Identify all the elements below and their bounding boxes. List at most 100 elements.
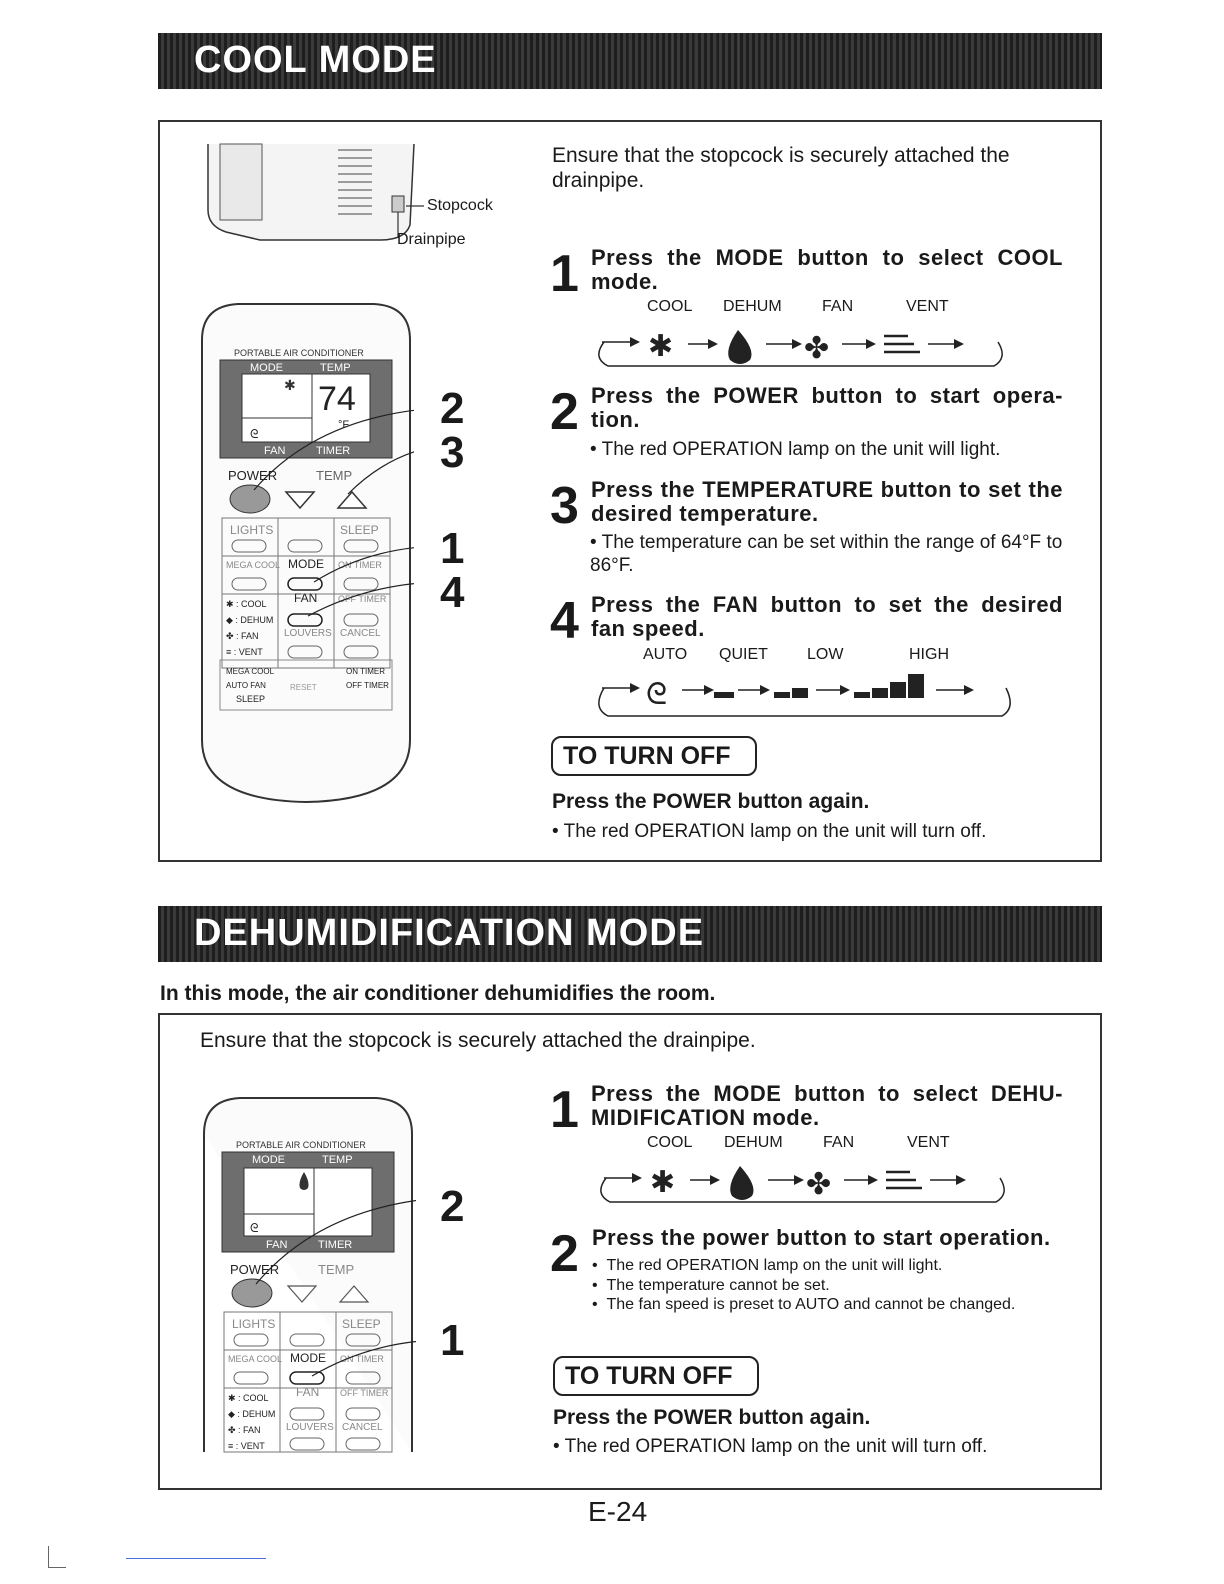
cool-mode-cycle-diagram: ✱ ✤ [598,330,1003,367]
remote-lights-label: LIGHTS [230,523,273,537]
remote-display-unit: °F [338,419,349,431]
remote-fan-btn-label-dehum: FAN [296,1385,319,1399]
callout-1: 1 [440,524,465,573]
cool-mode-banner: COOL MODE [158,33,1102,89]
remote-cancel-label-dehum: CANCEL [342,1422,383,1433]
auto-fan-icon: ᘓ [646,678,667,711]
remote-megacool-label: MEGA COOL [226,560,280,570]
fan-icon: ✤ [804,332,829,365]
remote-mode-btn-label-dehum: MODE [290,1351,326,1365]
remote-legend-fan-dehum: ✤ : FAN [228,1425,261,1435]
dehum-step-1-heading: Press the MODE button to select DEHU-MID… [591,1081,1063,1130]
remote-mode-caption-dehum: MODE [252,1154,285,1166]
drop-icon [730,1166,754,1200]
svg-text:ᘓ: ᘓ [250,427,258,441]
svg-text:ᘓ: ᘓ [250,1221,258,1235]
dehum-turn-off-bullet: • The red OPERATION lamp on the unit wil… [553,1436,988,1457]
remote-lights-label-dehum: LIGHTS [232,1317,275,1331]
seq-cool: COOL [647,298,693,315]
remote-louvers-label: LOUVERS [284,628,332,639]
remote-legend-vent-dehum: ≡ : VENT [228,1441,265,1451]
remote-fan-btn-label: FAN [294,591,317,605]
drop-icon [728,330,752,364]
footer-rule [126,1558,266,1559]
seq-quiet: QUIET [719,646,768,663]
svg-text:✱: ✱ [284,377,296,393]
remote-offtimer-label: OFF TIMER [338,594,387,604]
remote-megacool-label-dehum: MEGA COOL [228,1354,282,1364]
callout-2: 2 [440,384,465,433]
remote-legend-offtimer: OFF TIMER [346,681,389,690]
dehum-intro: Ensure that the stopcock is securely att… [200,1029,756,1052]
seq-fan: FAN [822,298,854,315]
dehum-subtitle: In this mode, the air conditioner dehumi… [160,982,716,1005]
remote-legend-vent: ≡ : VENT [226,647,263,657]
fan-icon: ✤ [806,1168,831,1201]
dehum-step-2-bullet-1: • The red OPERATION lamp on the unit wil… [592,1257,943,1274]
remote-legend-autofan: AUTO FAN [226,681,266,690]
remote-legend-cool: ✱ : COOL [226,599,267,609]
callout-4: 4 [440,568,465,617]
remote-louvers-label-dehum: LOUVERS [286,1422,334,1433]
cool-step-2-heading: Press the POWER button to start opera-ti… [591,383,1063,432]
remote-mode-btn-label: MODE [288,557,324,571]
remote-timer-caption: TIMER [316,445,350,457]
cool-step-1-number: 1 [550,245,579,303]
dehum-seq-dehum: DEHUM [724,1134,783,1151]
dehum-turn-off-label: TO TURN OFF [553,1356,759,1396]
dehum-seq-cool: COOL [647,1134,693,1151]
seq-low: LOW [807,646,844,663]
remote-sleep-label: SLEEP [340,523,379,537]
seq-high: HIGH [909,646,949,663]
remote-temp-caption: TEMP [320,362,351,374]
remote-temp-label: TEMP [316,468,352,483]
cool-turn-off-heading: Press the POWER button again. [552,790,870,813]
remote-display-temp: 74 [318,380,356,418]
remote-power-label: POWER [228,468,277,483]
remote-control-illustration-dehum: PORTABLE AIR CONDITIONER MODE TEMP ᘓ FAN… [203,1097,416,1453]
remote-timer-caption-dehum: TIMER [318,1239,352,1251]
crop-mark-horizontal [48,1567,66,1568]
remote-control-illustration: PORTABLE AIR CONDITIONER MODE TEMP ✱ 74 … [201,303,414,804]
dehum-seq-vent: VENT [907,1134,950,1151]
snowflake-icon: ✱ [648,330,673,363]
cool-step-4-heading: Press the FAN button to set the desired … [591,592,1063,641]
remote-sleep-label-dehum: SLEEP [342,1317,381,1331]
unit-drain-illustration [207,143,424,241]
cool-turn-off-bullet: • The red OPERATION lamp on the unit wil… [552,821,987,842]
stopcock-label: Stopcock [427,197,493,214]
remote-fan-caption: FAN [264,445,285,457]
dehum-step-2-heading: Press the power button to start operatio… [592,1225,1051,1250]
cool-step-2-number: 2 [550,383,579,441]
cool-step-3-heading: Press the TEMPERATURE button to set the … [591,477,1063,526]
dehum-mode-title: DEHUMIDIFICATION MODE [194,912,705,954]
vent-icon [884,334,920,354]
remote-mode-caption: MODE [250,362,283,374]
remote-temp-label-dehum: TEMP [318,1262,354,1277]
remote-temp-caption-dehum: TEMP [322,1154,353,1166]
remote-legend-cool-dehum: ✱ : COOL [228,1393,269,1403]
seq-auto: AUTO [643,646,688,663]
dehum-seq-fan: FAN [823,1134,855,1151]
cool-step-1-heading: Press the MODE button to select COOL mod… [591,245,1063,294]
page-number: E-24 [588,1496,648,1527]
dehum-step-2-bullet-3: • The fan speed is preset to AUTO and ca… [592,1296,1016,1313]
cool-turn-off-label: TO TURN OFF [551,736,757,776]
seq-vent: VENT [906,298,949,315]
vent-icon [886,1170,922,1190]
cool-step-3-number: 3 [550,477,579,535]
high-bars-icon [854,674,924,698]
remote-brand-label-dehum: PORTABLE AIR CONDITIONER [236,1140,366,1150]
crop-mark [48,1546,49,1568]
dehum-mode-cycle-diagram: ✱ ✤ [600,1166,1005,1203]
remote-ontimer-label-dehum: ON TIMER [340,1354,384,1364]
dehum-mode-panel [158,1013,1102,1490]
remote-offtimer-label-dehum: OFF TIMER [340,1388,389,1398]
quiet-bar-icon [714,692,734,698]
remote-brand-label: PORTABLE AIR CONDITIONER [234,348,364,358]
cool-step-4-number: 4 [550,592,579,650]
remote-legend-sleep: SLEEP [236,694,265,704]
dehum-mode-banner: DEHUMIDIFICATION MODE [158,906,1102,962]
dehum-step-1-number: 1 [550,1081,579,1139]
remote-fan-caption-dehum: FAN [266,1239,287,1251]
